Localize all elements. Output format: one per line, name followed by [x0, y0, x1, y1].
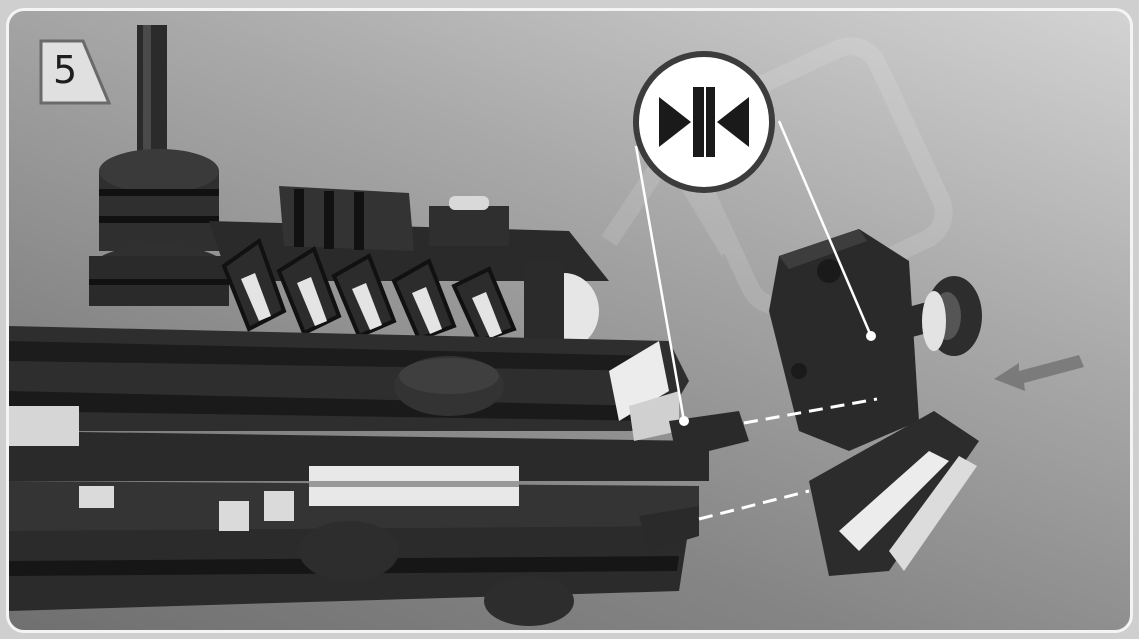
attachment-part: [769, 229, 982, 576]
direction-arrow: [994, 355, 1084, 391]
step-number: 5: [39, 45, 99, 95]
press-fit-icon: [631, 49, 777, 195]
instruction-panel: 5: [6, 8, 1133, 633]
assembly-scene: [9, 11, 1133, 633]
